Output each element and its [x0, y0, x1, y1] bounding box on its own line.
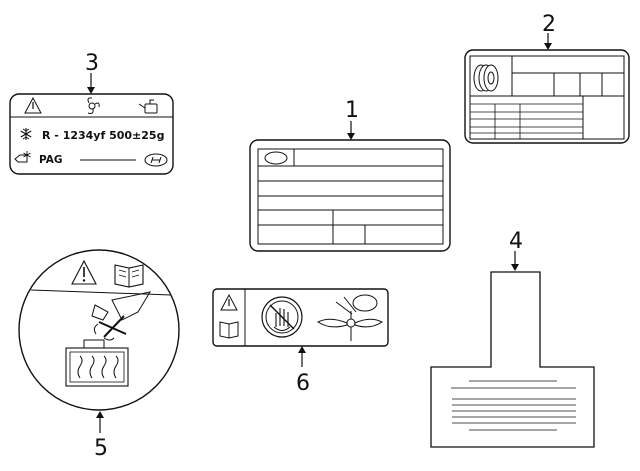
no-hand-icon — [261, 296, 303, 338]
label-3-refrigerant: R - 1234yf 500±25g PAG — [9, 93, 174, 175]
brand-logo-icon — [144, 153, 168, 167]
oil-snowflake-icon — [14, 151, 31, 163]
oil-can-icon — [138, 99, 158, 114]
tire-roll-icon — [473, 64, 499, 92]
hand-cross-icon — [91, 291, 152, 341]
heat-radiator-icon — [65, 339, 129, 387]
warning-triangle-icon — [220, 293, 238, 311]
callout-number-4: 4 — [509, 229, 523, 254]
callout-6: 6 — [296, 346, 310, 396]
callout-3: 3 — [85, 51, 99, 94]
callout-1: 1 — [345, 98, 359, 140]
label-2-tire-plate — [464, 49, 630, 144]
warning-triangle-icon — [71, 259, 97, 285]
label-5-detail-circle — [18, 249, 180, 411]
manual-book-icon — [219, 321, 239, 339]
warning-triangle-icon — [24, 96, 42, 114]
label-1-plate — [249, 139, 451, 252]
callout-number-5: 5 — [94, 436, 108, 461]
snowflake-icon — [20, 128, 32, 140]
fan-icon — [87, 97, 100, 114]
manual-book-icon — [114, 264, 144, 288]
callout-number-2: 2 — [542, 12, 556, 37]
callout-2: 2 — [542, 12, 556, 50]
callout-number-6: 6 — [296, 371, 310, 396]
refrigerant-spec-text: R - 1234yf 500±25g — [42, 129, 164, 142]
label-4-tag — [430, 271, 595, 448]
callout-number-1: 1 — [345, 98, 359, 123]
oil-type-text: PAG — [39, 154, 62, 166]
callout-4: 4 — [509, 229, 523, 271]
fan-blade-hand-icon — [317, 294, 383, 341]
label-6-fan-warning — [212, 288, 389, 347]
callout-5: 5 — [94, 411, 108, 461]
callout-number-3: 3 — [85, 51, 99, 76]
